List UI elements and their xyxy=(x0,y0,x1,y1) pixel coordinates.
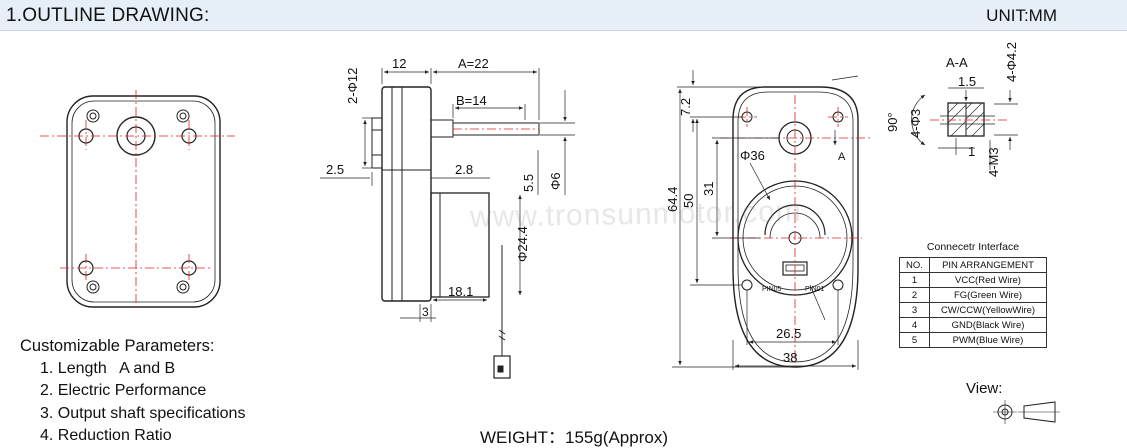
param-item: 4. Reduction Ratio xyxy=(40,427,172,444)
pin-table: NO. PIN ARRANGEMENT 1 VCC(Red Wire) 2 FG… xyxy=(899,257,1047,348)
dim-len-a: A=22 xyxy=(458,56,489,71)
section-title: A-A xyxy=(946,55,968,70)
pin-desc: PWM(Blue Wire) xyxy=(929,332,1047,348)
table-header-row: NO. PIN ARRANGEMENT xyxy=(899,257,1047,273)
dim-2-8: 2.8 xyxy=(455,162,473,177)
dim-90deg: 90° xyxy=(885,112,900,132)
dim-motor-dia: Φ24.4 xyxy=(515,226,530,262)
table-row: 5 PWM(Blue Wire) xyxy=(899,332,1047,348)
params-heading: Customizable Parameters: xyxy=(20,337,215,355)
param-item: 1. Length A and B xyxy=(40,359,176,377)
dim-64-4: 64.4 xyxy=(665,187,680,212)
dim-len-b: B=14 xyxy=(456,93,487,108)
dim-2-5: 2.5 xyxy=(326,162,344,177)
dim-3: 3 xyxy=(422,305,429,319)
projection-symbol xyxy=(993,400,1060,424)
dim-d36: Φ36 xyxy=(740,148,765,163)
table-row: 4 GND(Black Wire) xyxy=(899,317,1047,333)
dim-26-5: 26.5 xyxy=(776,326,801,341)
header-bar: 1.OUTLINE DRAWING: UNIT:MM xyxy=(0,0,1127,31)
pin-desc: CW/CCW(YellowWire) xyxy=(929,302,1047,318)
dim-1-5: 1.5 xyxy=(958,74,976,89)
dim-4-d4-2: 4-Φ4.2 xyxy=(1004,42,1019,82)
dim-4-d3: 4-Φ3 xyxy=(908,109,923,138)
pin-desc: GND(Black Wire) xyxy=(929,317,1047,333)
pin-no: 2 xyxy=(899,287,930,303)
dim-18-1: 18.1 xyxy=(448,284,473,299)
side-view xyxy=(320,68,575,379)
pin05-label: PIN05 xyxy=(762,286,782,293)
unit-label: UNIT:MM xyxy=(986,6,1057,25)
table-row: 3 CW/CCW(YellowWire) xyxy=(899,302,1047,318)
param-item: 3. Output shaft specifications xyxy=(40,404,246,422)
connector-caption: Connecetr Interface xyxy=(926,241,1020,253)
dim-thick: 12 xyxy=(392,56,406,71)
dim-shaft: Φ6 xyxy=(548,172,563,190)
watermark: www.tronsunmotor.com xyxy=(469,195,803,234)
pin-desc: FG(Green Wire) xyxy=(929,287,1047,303)
header-arrangement: PIN ARRANGEMENT xyxy=(929,257,1047,273)
pin-no: 1 xyxy=(899,272,930,288)
dim-hole: 2-Φ12 xyxy=(345,68,360,104)
weight-label: WEIGHT：155g(Approx) xyxy=(480,428,668,447)
pin01-label: PIN01 xyxy=(805,286,825,293)
connector-interface: Connecetr Interface NO. PIN ARRANGEMENT … xyxy=(899,241,1047,348)
param-item: 2. Electric Performance xyxy=(40,382,207,399)
customizable-parameters: Customizable Parameters: 1. Length A and… xyxy=(20,335,245,448)
table-row: 1 VCC(Red Wire) xyxy=(899,272,1047,288)
header-no: NO. xyxy=(899,257,930,273)
dim-5-5: 5.5 xyxy=(521,174,536,192)
pin-no: 4 xyxy=(899,317,930,333)
dim-50: 50 xyxy=(681,194,696,208)
pin-desc: VCC(Red Wire) xyxy=(929,272,1047,288)
drawing-title: 1.OUTLINE DRAWING: xyxy=(6,5,210,26)
gearbox-face-view xyxy=(40,90,235,310)
dim-4-m3: 4-M3 xyxy=(986,147,1001,177)
view-label: View: xyxy=(966,380,1003,397)
pin-no: 5 xyxy=(899,332,930,348)
pin-no: 3 xyxy=(899,302,930,318)
front-view xyxy=(672,70,870,370)
dim-7-2: 7.2 xyxy=(678,98,693,116)
dim-1: 1 xyxy=(968,144,975,159)
section-a-a xyxy=(911,87,1018,170)
section-mark: A xyxy=(838,151,846,163)
table-row: 2 FG(Green Wire) xyxy=(899,287,1047,303)
dim-38: 38 xyxy=(783,350,797,365)
dim-31: 31 xyxy=(701,182,716,196)
